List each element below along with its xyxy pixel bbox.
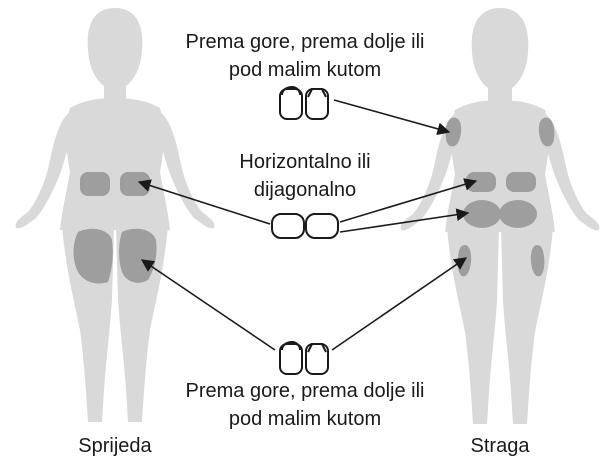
front-abdomen-left-zone: [80, 172, 110, 196]
arrow-lower-to-back-thigh: [332, 258, 466, 350]
front-torso: [60, 98, 170, 230]
back-caption: Straga: [471, 435, 531, 457]
upper-label-line2: pod malim kutom: [229, 59, 381, 81]
arrow-upper-to-back-arm: [334, 100, 449, 132]
middle-label-line1: Horizontalno ili: [239, 151, 370, 173]
pen-needle-vertical-icon: [280, 87, 328, 119]
middle-label-line2: dijagonalno: [254, 179, 356, 201]
pen-needle-vertical-icon-lower: [280, 342, 328, 374]
lower-label-line2: pod malim kutom: [229, 408, 381, 430]
back-left-leg: [447, 228, 499, 424]
back-flank-right-zone: [506, 172, 536, 192]
back-buttock-left-zone: [463, 200, 501, 228]
pen-needle-horizontal-icon: [272, 214, 338, 238]
upper-label-line1: Prema gore, prema dolje ili: [186, 31, 425, 53]
front-caption: Sprijeda: [78, 435, 152, 457]
back-body-figure: [401, 8, 600, 424]
front-body-figure: [16, 8, 215, 422]
back-right-leg: [501, 228, 553, 424]
arrow-lower-to-front-thigh: [142, 260, 275, 350]
back-head: [472, 8, 529, 102]
lower-label-line1: Prema gore, prema dolje ili: [186, 380, 425, 402]
front-head: [88, 8, 143, 100]
back-buttock-right-zone: [499, 200, 537, 228]
